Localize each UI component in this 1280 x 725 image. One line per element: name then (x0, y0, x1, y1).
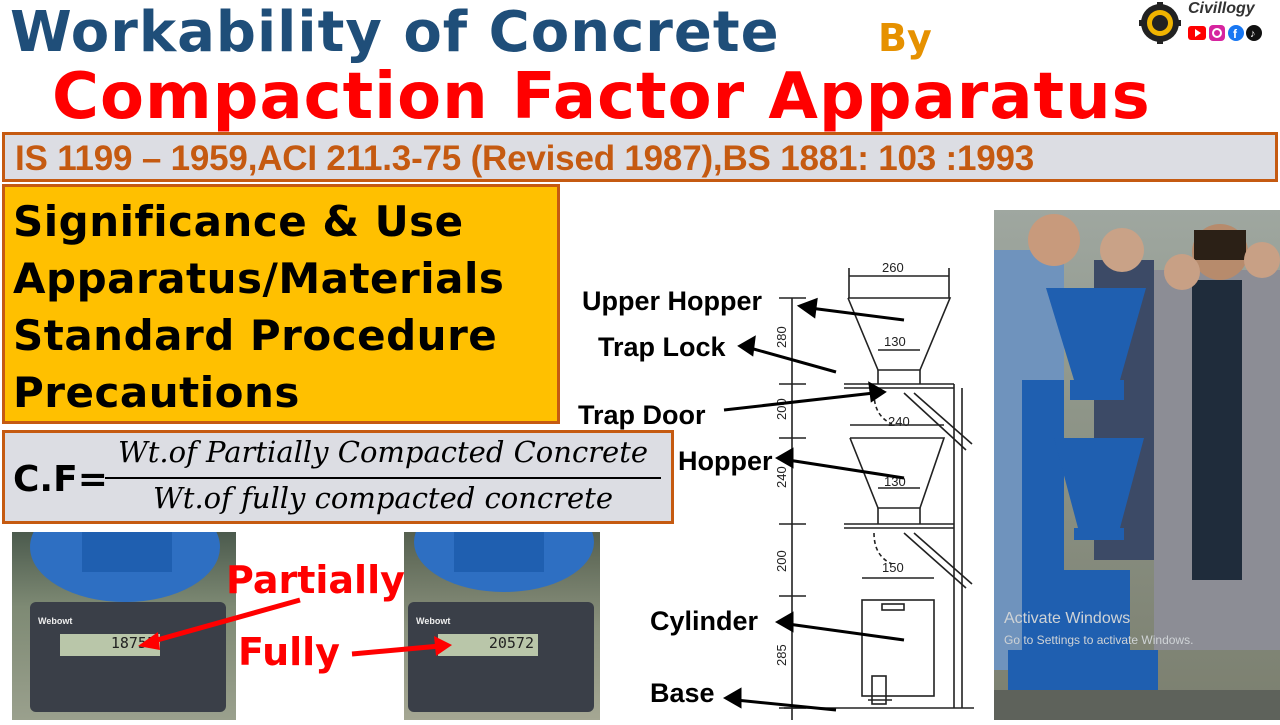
topic-procedure: Standard Procedure (13, 311, 498, 360)
cylinder-mold (454, 532, 544, 572)
label-lower-hopper: Hopper (678, 446, 773, 476)
dim-lower-top: 240 (888, 414, 910, 429)
topic-precautions: Precautions (13, 368, 300, 417)
dim-cylinder: 150 (882, 560, 904, 575)
channel-logo: f ♪ (1136, 0, 1280, 46)
electronic-balance: Webowt 20572 (408, 602, 594, 712)
compaction-factor-apparatus (1008, 288, 1158, 690)
title-line-1: Workability of Concrete (10, 0, 780, 65)
facebook-icon[interactable] (1228, 25, 1244, 41)
formula-numerator: Wt.of Partially Compacted Concrete (117, 435, 649, 469)
topic-significance: Significance & Use (13, 197, 464, 246)
title-line-2: Compaction Factor Apparatus (52, 60, 1151, 134)
apparatus-photo (994, 210, 1280, 720)
formula-label: C.F= (13, 459, 108, 500)
svg-text:♪: ♪ (1250, 28, 1256, 40)
scale-photo-full: Webowt 20572 (404, 532, 600, 720)
watermark-activate: Activate Windows (1004, 610, 1131, 627)
title-by: By (878, 16, 932, 60)
instagram-icon[interactable] (1209, 25, 1225, 41)
scale-photo-partial: Webowt 18755 (12, 532, 236, 720)
dim-top-width: 260 (882, 260, 904, 275)
electronic-balance: Webowt 18755 (30, 602, 226, 712)
channel-name: Civillogy (1188, 0, 1255, 17)
dim-h-cyl: 285 (774, 644, 789, 666)
arrowhead-partially (138, 632, 160, 650)
topics-box: Significance & Use Apparatus/Materials S… (2, 184, 560, 424)
arrowhead-fully (434, 636, 452, 656)
label-trap-lock: Trap Lock (598, 332, 726, 362)
standards-banner: IS 1199 – 1959,ACI 211.3-75 (Revised 198… (2, 132, 1278, 182)
dim-upper-bottom: 130 (884, 334, 906, 349)
apparatus-diagram: 260 130 240 130 150 280 200 240 200 285 (574, 188, 990, 720)
formula-denominator: Wt.of fully compacted concrete (152, 481, 613, 515)
label-partially: Partially (226, 558, 405, 602)
balance-brand: Webowt (38, 616, 73, 626)
label-trap-door: Trap Door (578, 400, 706, 430)
fraction-bar (105, 477, 661, 479)
tiktok-icon[interactable] (1246, 25, 1262, 41)
svg-text:f: f (1233, 27, 1238, 41)
arrow-fully (351, 643, 441, 657)
label-base: Base (650, 678, 715, 708)
arrow-partially (149, 597, 301, 645)
compaction-factor-formula: C.F= Wt.of Partially Compacted Concrete … (2, 430, 674, 524)
label-fully: Fully (238, 630, 340, 674)
balance-brand: Webowt (416, 616, 451, 626)
label-cylinder: Cylinder (650, 606, 759, 636)
label-upper-hopper: Upper Hopper (582, 286, 763, 316)
topic-apparatus: Apparatus/Materials (13, 254, 505, 303)
balance-display-full: 20572 (438, 634, 538, 656)
dim-h-lower: 240 (774, 466, 789, 488)
cylinder-mold (82, 532, 172, 572)
gear-logo-icon (1139, 2, 1181, 44)
standards-text: IS 1199 – 1959,ACI 211.3-75 (Revised 198… (15, 139, 1035, 178)
dim-h-gap2: 200 (774, 550, 789, 572)
balance-display-partial: 18755 (60, 634, 160, 656)
watermark-settings: Go to Settings to activate Windows. (1004, 633, 1194, 647)
dim-h-upper: 280 (774, 326, 789, 348)
